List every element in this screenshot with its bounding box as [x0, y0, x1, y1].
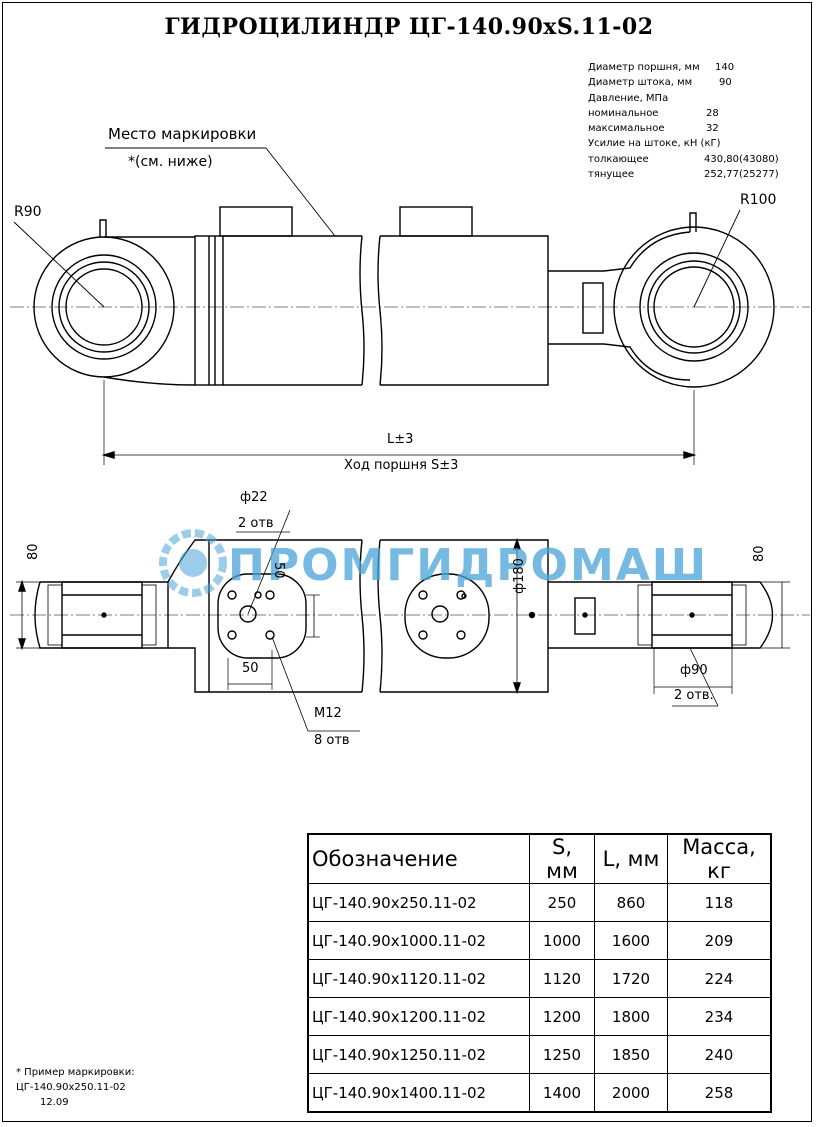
spec-label: номинальное [588, 107, 659, 119]
spec-row: Давление, МПа [588, 91, 798, 106]
hole-d22-count: 2 отв [238, 516, 274, 531]
spec-label: тянущее [588, 169, 635, 181]
drawing-title: ГИДРОЦИЛИНДР ЦГ-140.90xS.11-02 [164, 14, 654, 40]
spec-row: номинальное 28 [588, 106, 798, 121]
table-header-row: Обозначение S, мм L, мм Масса, кг [307, 833, 772, 884]
thread-m12-label: M12 [314, 706, 342, 721]
marking-place-note: *(см. ниже) [128, 154, 213, 170]
cell-stroke: 1000 [529, 921, 595, 960]
cell-stroke: 250 [529, 883, 595, 922]
cell-length: 1850 [594, 1035, 668, 1074]
stroke-dimension-label: Ход поршня S±3 [344, 458, 459, 473]
marking-example-code: ЦГ-140.90х250.11-02 [16, 1082, 126, 1093]
dim-50-vertical: 50 [271, 562, 286, 579]
cell-length: 1600 [594, 921, 668, 960]
spec-row: толкающее 430,80(43080) [588, 152, 798, 167]
marking-example: * Пример маркировки: ЦГ-140.90х250.11-02… [16, 1065, 135, 1110]
header-mass: Масса, кг [667, 833, 772, 884]
spec-label: Диаметр поршня, мм [588, 62, 700, 73]
spec-label: Усилие на штоке, кН (кГ) [588, 138, 721, 150]
marking-place-label: Место маркировки [108, 125, 257, 143]
header-stroke: S, мм [529, 833, 595, 884]
spec-row: Диаметр штока, мм 90 [588, 75, 798, 90]
length-dimension-label: L±3 [387, 432, 414, 447]
radius-left-label: R90 [14, 204, 42, 220]
spec-value: 32 [706, 123, 719, 135]
cell-length: 860 [594, 883, 668, 922]
marking-example-title: * Пример маркировки: [16, 1067, 135, 1078]
spec-label: Давление, МПа [588, 92, 669, 104]
spec-row: Диаметр поршня, мм 140 [588, 60, 798, 75]
dim-50-horizontal: 50 [242, 661, 259, 676]
cell-mass: 258 [667, 1073, 772, 1113]
cell-mass: 240 [667, 1035, 772, 1074]
cell-length: 2000 [594, 1073, 668, 1113]
spec-label: Диаметр штока, мм [588, 77, 693, 89]
variants-table: Обозначение S, мм L, мм Масса, кг ЦГ-140… [307, 833, 772, 1113]
company-logo-text: ПРОМГИДРОМАШ [228, 540, 709, 591]
spec-value: 140 [715, 62, 735, 73]
diameter-90-count: 2 отв. [674, 688, 714, 703]
spec-row: максимальное 32 [588, 121, 798, 136]
spec-row: Усилие на штоке, кН (кГ) [588, 136, 798, 151]
cell-stroke: 1400 [529, 1073, 595, 1113]
header-length: L, мм [594, 833, 668, 884]
cell-designation: ЦГ-140.90х250.11-02 [307, 883, 530, 922]
cell-mass: 118 [667, 883, 772, 922]
thread-m12-count: 8 отв [314, 733, 350, 748]
cell-length: 1720 [594, 959, 668, 998]
spec-label: толкающее [588, 153, 649, 165]
cell-stroke: 1120 [529, 959, 595, 998]
spec-value: 252,77(25277) [704, 169, 779, 181]
cell-mass: 224 [667, 959, 772, 998]
cell-length: 1800 [594, 997, 668, 1036]
cell-designation: ЦГ-140.90х1120.11-02 [307, 959, 530, 998]
cell-mass: 209 [667, 921, 772, 960]
cell-stroke: 1200 [529, 997, 595, 1036]
spec-value: 28 [706, 107, 719, 119]
cell-designation: ЦГ-140.90х1250.11-02 [307, 1035, 530, 1074]
cell-mass: 234 [667, 997, 772, 1036]
cell-designation: ЦГ-140.90х1000.11-02 [307, 921, 530, 960]
spec-value: 430,80(43080) [704, 153, 779, 165]
cell-stroke: 1250 [529, 1035, 595, 1074]
width-80-left: 80 [26, 543, 41, 560]
spec-row: тянущее 252,77(25277) [588, 167, 798, 182]
header-designation: Обозначение [307, 833, 530, 884]
company-logo [159, 529, 227, 597]
diameter-90-label: ф90 [680, 663, 708, 678]
hole-d22-label: ф22 [240, 490, 268, 505]
width-80-right: 80 [752, 545, 767, 562]
spec-value: 90 [719, 77, 732, 89]
marking-example-date: 12.09 [40, 1097, 69, 1108]
cell-designation: ЦГ-140.90х1200.11-02 [307, 997, 530, 1036]
radius-right-label: R100 [740, 192, 777, 208]
cell-designation: ЦГ-140.90х1400.11-02 [307, 1073, 530, 1113]
diameter-180-label: ф180 [512, 558, 527, 594]
spec-label: максимальное [588, 123, 665, 135]
